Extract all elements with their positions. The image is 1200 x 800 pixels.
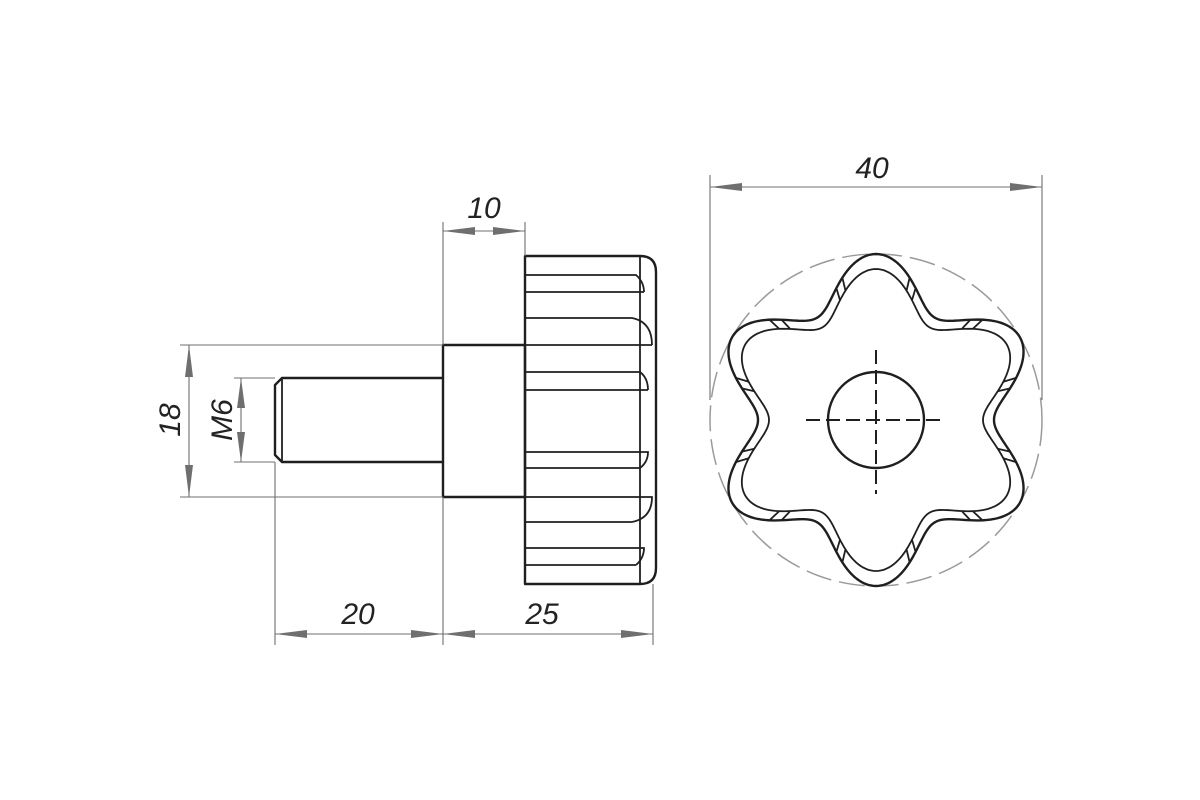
rib-tick xyxy=(841,549,847,563)
star-knob-outline xyxy=(727,252,1025,588)
rib-tick xyxy=(735,377,749,383)
rib-tick xyxy=(768,319,780,330)
rib-tick xyxy=(972,319,984,330)
dimension-hub-diameter: 18 xyxy=(154,345,193,497)
dimension-label-knob-length: 25 xyxy=(524,598,559,631)
rib-tick xyxy=(1003,457,1017,463)
rib-tick xyxy=(741,387,755,393)
rib-tick xyxy=(1003,377,1017,383)
rib-tick xyxy=(972,510,984,521)
rib-tick xyxy=(835,539,841,553)
rib-tick xyxy=(780,319,791,330)
rib-tick xyxy=(961,510,972,521)
dimension-label-hub-length: 10 xyxy=(467,192,501,225)
rib-tick xyxy=(741,447,755,453)
side-extension-lines xyxy=(180,222,654,645)
hub-collar xyxy=(441,343,527,499)
dimension-knob-length: 25 xyxy=(443,598,653,638)
rib-tick xyxy=(768,510,780,521)
knob-head-side xyxy=(523,254,658,586)
dimension-head-diameter: 40 xyxy=(709,152,1043,400)
dimension-thread-length: 20 xyxy=(275,598,443,638)
dimension-thread: M6 xyxy=(206,378,245,462)
side-view: 10 18 M6 20 25 xyxy=(154,192,658,645)
rib-tick xyxy=(841,277,847,291)
star-knob-inner-edge xyxy=(740,268,1012,572)
rib-tick xyxy=(997,387,1011,393)
rib-tick xyxy=(835,287,841,301)
front-view: 40 xyxy=(709,152,1043,588)
dimension-label-thread-length: 20 xyxy=(340,598,375,631)
rib-tick xyxy=(961,319,972,330)
star-knob-ribs xyxy=(735,277,1017,563)
rib-tick xyxy=(911,287,917,301)
rib-tick xyxy=(780,510,791,521)
rib-tick xyxy=(911,539,917,553)
rib-tick xyxy=(735,457,749,463)
rib-tick xyxy=(997,447,1011,453)
dimension-label-head-diameter: 40 xyxy=(855,152,889,185)
threaded-stud xyxy=(273,376,445,464)
rib-tick xyxy=(905,277,911,291)
rib-tick xyxy=(905,549,911,563)
dimension-label-hub-diameter: 18 xyxy=(154,403,187,437)
dimension-label-thread: M6 xyxy=(206,399,239,441)
dimension-hub-length: 10 xyxy=(443,192,525,235)
